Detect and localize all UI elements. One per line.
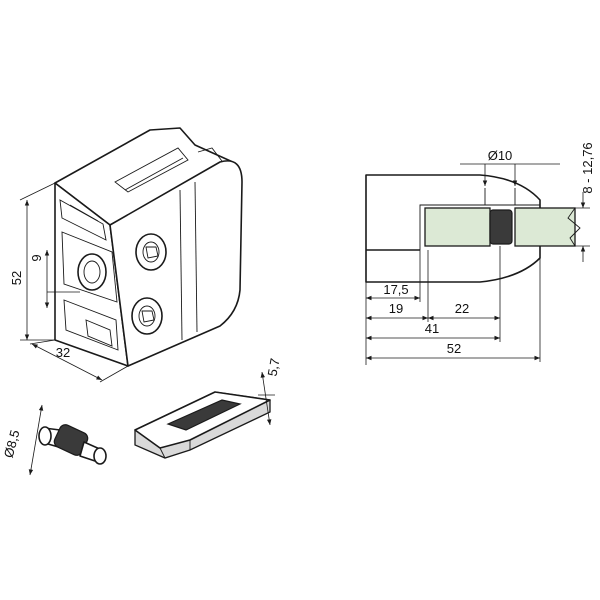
clamp-section-view [365,174,581,283]
clamp-isometric-view [54,127,243,367]
dimension-pin-diameter: Ø10 [460,148,560,186]
dimension-height-label: 52 [9,271,24,285]
dimension-hole-offset: 9 [29,250,80,308]
dimension-glass-range: 8 - 12,76 [560,142,595,262]
dimension-bolt-diameter: Ø8,5 [1,404,44,476]
dimension-glass-range-label: 8 - 12,76 [580,142,595,193]
dimension-41-label: 41 [425,321,439,336]
dimension-19-label: 19 [389,301,403,316]
dimension-insert-thickness-label: 5,7 [265,357,283,377]
dimension-52-label: 52 [447,341,461,356]
dimension-pin-diameter-label: Ø10 [488,148,513,163]
dimension-insert-thickness: 5,7 [258,357,283,426]
bolt-part [38,424,107,465]
dimension-bolt-diameter-label: Ø8,5 [1,428,23,459]
dimension-hole-offset-label: 9 [29,254,44,261]
dimension-width-label: 32 [56,345,70,360]
dimension-22-label: 22 [455,301,469,316]
dimension-17-5-label: 17,5 [383,282,408,297]
dimension-height: 52 [9,182,56,341]
horizontal-dimensions: 17,5 19 22 41 52 [365,246,541,365]
dimension-width: 32 [29,339,129,383]
rubber-insert-part [134,391,271,459]
